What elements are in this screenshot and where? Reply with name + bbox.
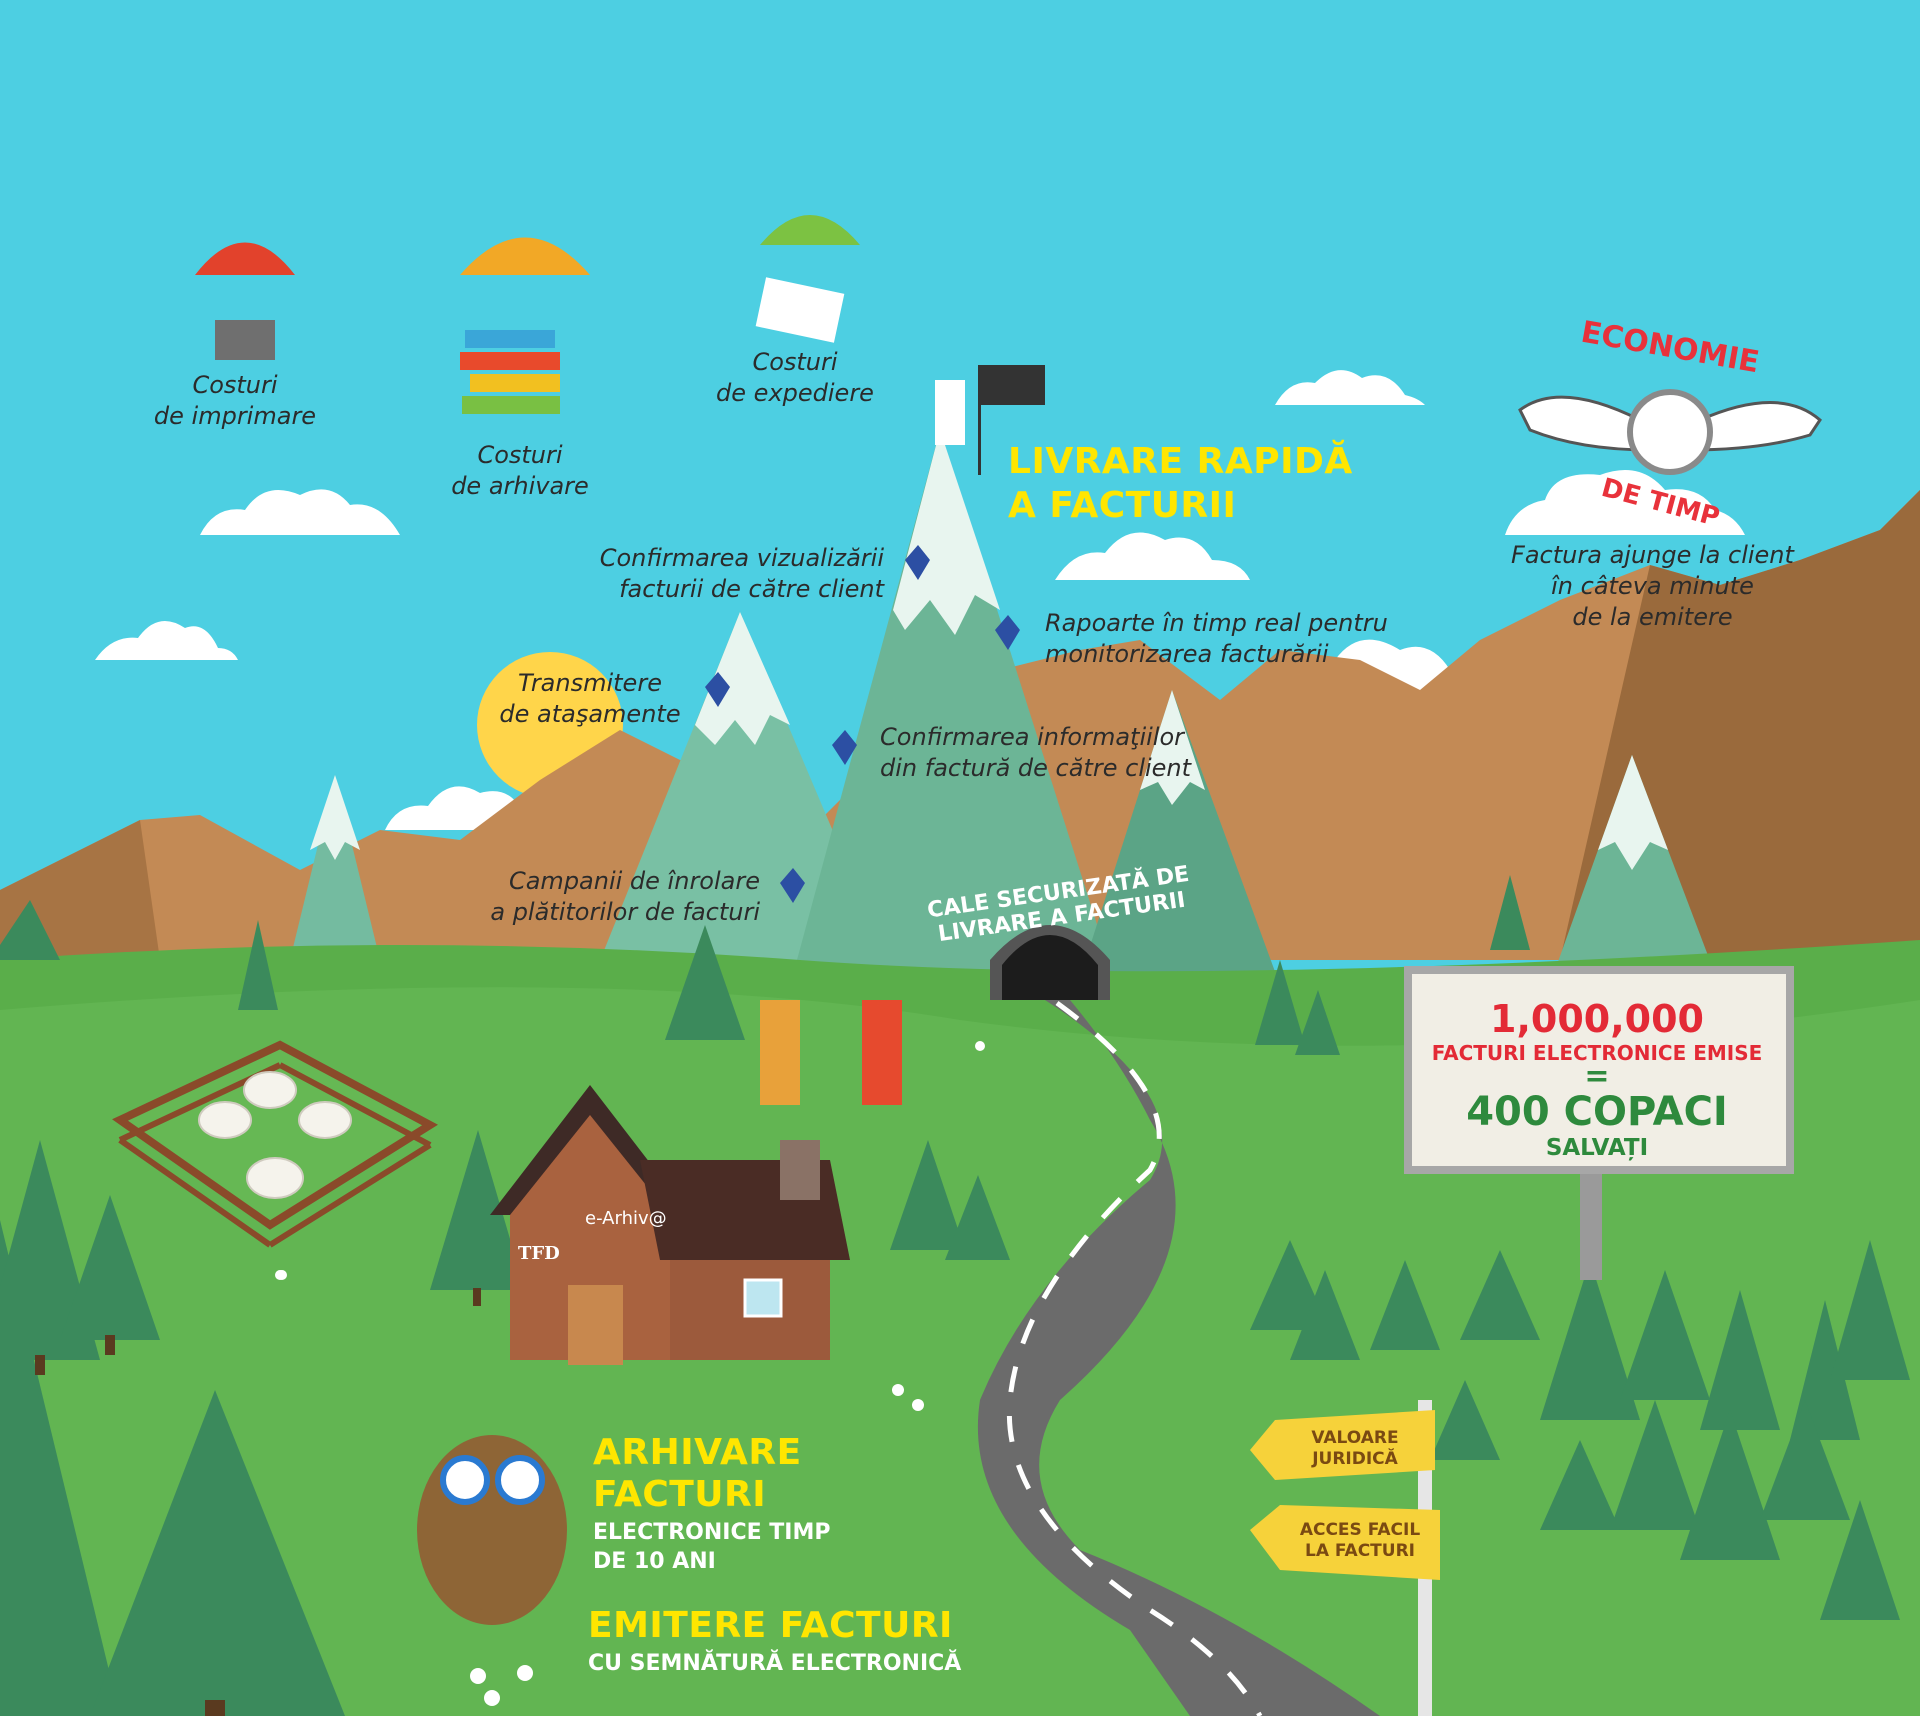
tunnel [990,925,1110,1000]
emit-subtitle: CU SEMNĂTURĂ ELECTRONICĂ [588,1651,962,1676]
pine-trees [0,875,1910,1716]
road-markings [1006,1000,1263,1716]
road [977,1000,1380,1716]
trees-label: SALVAȚI [1545,1135,1649,1161]
sheep-pen [112,1040,438,1248]
invoices-count-label: FACTURI ELECTRONICE EMISE [1431,1041,1763,1065]
billboard-frame [1404,966,1794,1280]
economy-clock [1518,389,1822,475]
equals-sign: = [1584,1059,1610,1094]
house-sign: e-Arhiv@ [585,1208,667,1229]
flowers [275,1041,985,1706]
emit-title: EMITERE FACTURI [588,1605,953,1646]
billboard: 1,000,000 FACTURI ELECTRONICE EMISE = 40… [1412,975,1782,1175]
invoices-count: 1,000,000 [1490,997,1704,1041]
house-tag: TFD [518,1243,560,1264]
tree-trunks [35,1288,481,1716]
signpost-pole [1250,1400,1440,1716]
trees-count: 400 COPACI [1466,1089,1728,1135]
house [490,1085,850,1365]
summit-person [935,365,1045,475]
parachutes [195,215,860,414]
owl [417,1435,567,1625]
hikers [760,1000,902,1105]
gem-icons [705,545,1020,903]
